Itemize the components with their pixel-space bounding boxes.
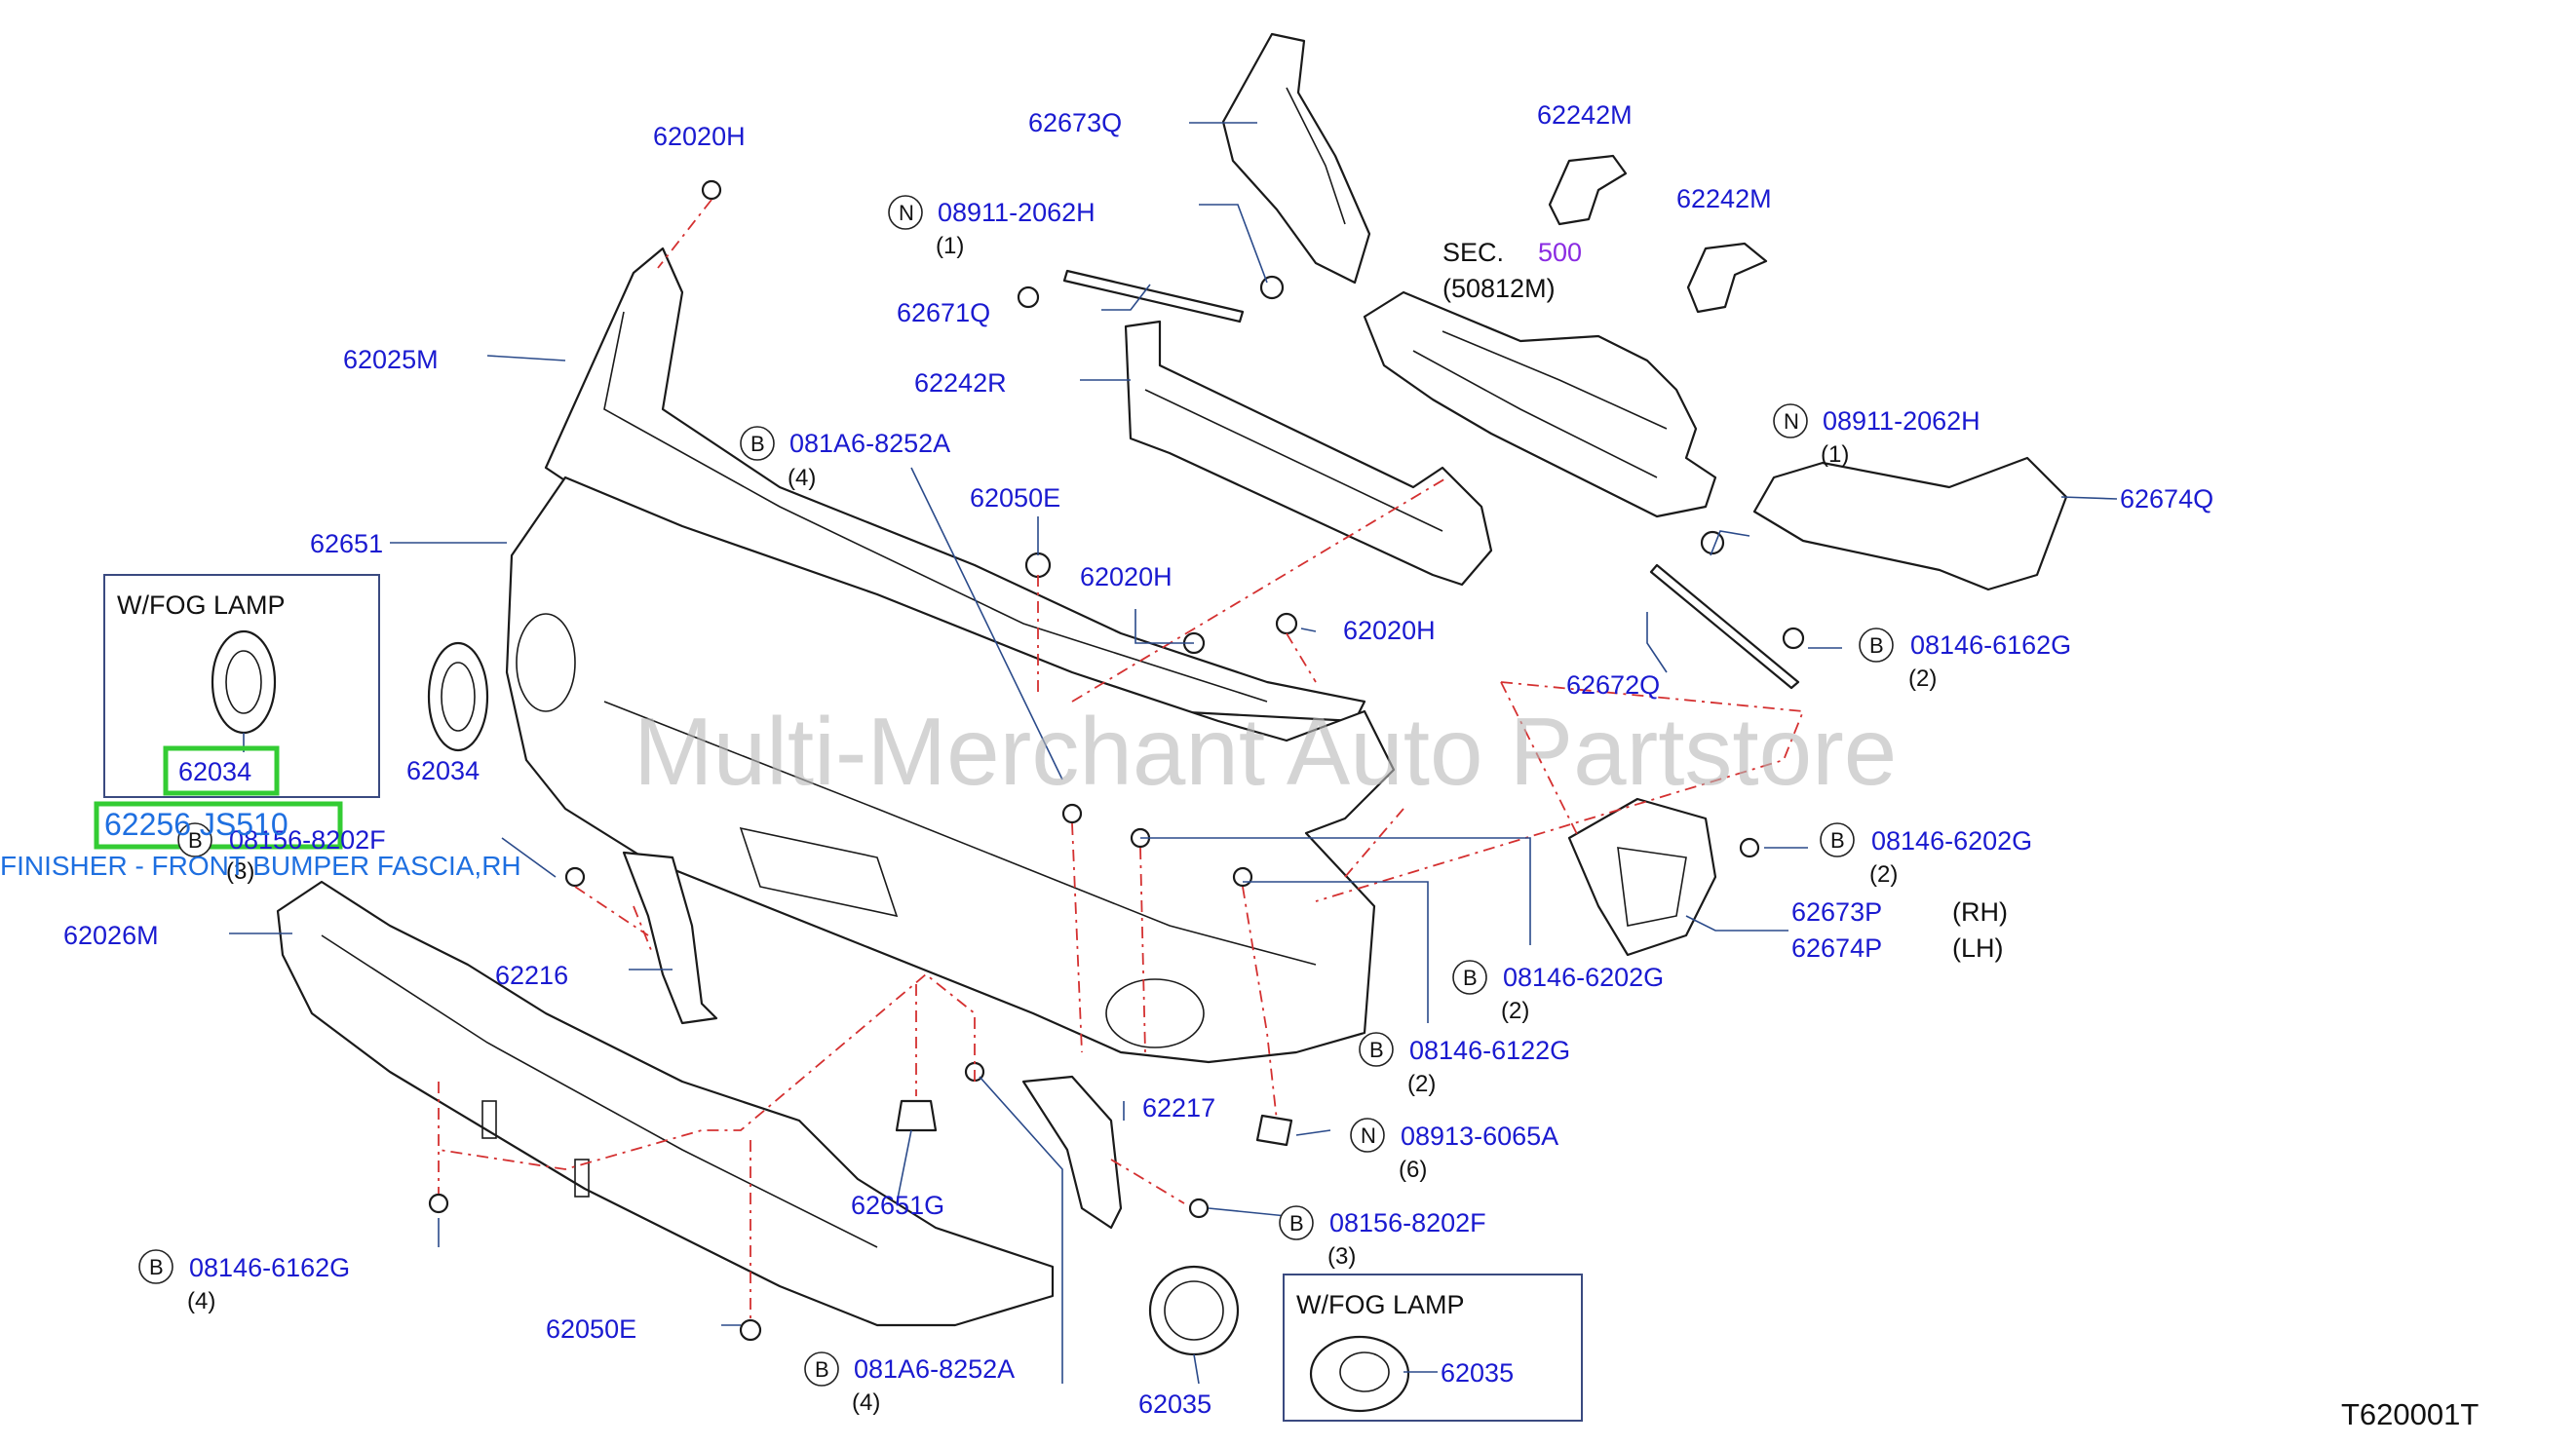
part-62035-box-label[interactable]: 62035 — [1441, 1358, 1514, 1388]
label-62674P[interactable]: 62674P — [1791, 933, 1882, 963]
sec-number[interactable]: 500 — [1538, 238, 1582, 267]
label-62020H-mid[interactable]: 62020H — [1080, 562, 1173, 591]
part-62673Q-shape — [1221, 32, 1371, 285]
prefix-b-4: B — [1830, 828, 1845, 853]
watermark: Multi-Merchant Auto Partstore — [634, 698, 1897, 805]
sec-ref: (50812M) — [1442, 274, 1556, 303]
part-62672Q-shape — [1649, 563, 1800, 690]
part-labels: 62020H 62673Q 62242M 62242M N 08911-2062… — [63, 100, 2479, 1431]
part-50812M-shape — [1363, 290, 1717, 518]
fog-lamp-box-right: W/FOG LAMP 62035 — [1283, 1274, 1583, 1422]
label-081A6-8252A-top[interactable]: 081A6-8252A — [789, 429, 950, 458]
label-081A6-8252A-bot[interactable]: 081A6-8252A — [854, 1354, 1015, 1384]
prefix-b-9: B — [815, 1357, 829, 1382]
part-62673P-shape — [1567, 797, 1717, 957]
label-62025M[interactable]: 62025M — [343, 345, 439, 374]
qty-08146-6122G: (2) — [1407, 1071, 1436, 1097]
prefix-n-3: N — [1361, 1123, 1376, 1148]
part-62026M-shape — [276, 880, 1055, 1327]
label-62674Q[interactable]: 62674Q — [2120, 484, 2213, 514]
qty-08911-2062H-a: (1) — [936, 233, 964, 259]
part-62651G-shape — [895, 1099, 938, 1132]
qty-08146-6162G-l: (4) — [187, 1288, 215, 1314]
label-08146-6162G-l[interactable]: 08146-6162G — [189, 1253, 350, 1282]
label-62651G[interactable]: 62651G — [851, 1191, 944, 1220]
label-08156-8202F-b[interactable]: 08156-8202F — [1329, 1208, 1486, 1237]
highlight-part-number[interactable]: 62256 JS510 — [104, 807, 288, 842]
part-62671Q-shape — [1062, 269, 1245, 323]
label-62217[interactable]: 62217 — [1142, 1093, 1215, 1123]
label-62671Q[interactable]: 62671Q — [897, 298, 990, 327]
part-62242M-a-shape — [1548, 154, 1628, 226]
diagram-code: T620001T — [2341, 1397, 2479, 1431]
label-62673Q[interactable]: 62673Q — [1028, 108, 1122, 137]
qty-08146-6162G-r: (2) — [1908, 666, 1937, 692]
part-shapes — [276, 32, 2068, 1356]
qty-08146-6202G-m: (2) — [1501, 998, 1529, 1024]
qty-08156-8202F-a: (3) — [226, 858, 254, 885]
center-lines — [438, 199, 1805, 1320]
leader-lines — [229, 122, 2118, 1385]
prefix-n-1: N — [899, 201, 914, 225]
label-08913-6065A[interactable]: 08913-6065A — [1401, 1122, 1558, 1151]
highlight-62034[interactable] — [163, 745, 280, 796]
label-08156-8202F-a[interactable]: 08156-8202F — [229, 825, 386, 855]
qty-081A6-8252A-top: (4) — [788, 465, 816, 491]
qty-08913-6065A: (6) — [1399, 1157, 1427, 1183]
prefix-n-2: N — [1784, 409, 1799, 434]
label-62020H-right[interactable]: 62020H — [1343, 616, 1436, 645]
label-62050E-top[interactable]: 62050E — [970, 483, 1060, 513]
fog-lamp-box-left: W/FOG LAMP 62034 — [103, 574, 380, 798]
fog-right-title: W/FOG LAMP — [1296, 1290, 1465, 1319]
fog-left-title: W/FOG LAMP — [117, 590, 286, 620]
label-62216[interactable]: 62216 — [495, 961, 568, 990]
label-62651[interactable]: 62651 — [310, 529, 383, 558]
qty-08911-2062H-b: (1) — [1821, 441, 1849, 468]
label-62673P-side: (RH) — [1952, 897, 2008, 927]
part-62216-shape — [622, 851, 718, 1025]
prefix-b-7: B — [1289, 1211, 1304, 1236]
qty-081A6-8252A-bot: (4) — [852, 1389, 880, 1416]
prefix-b-2: B — [1869, 633, 1884, 658]
label-08911-2062H-b[interactable]: 08911-2062H — [1823, 406, 1980, 436]
qty-08146-6202G-r: (2) — [1869, 861, 1898, 888]
highlight-part-description: FINISHER - FRONT BUMPER FASCIA,RH — [0, 851, 521, 881]
prefix-b-3: B — [188, 828, 203, 853]
label-62034[interactable]: 62034 — [406, 756, 480, 785]
prefix-b-6: B — [1369, 1038, 1384, 1062]
label-62026M[interactable]: 62026M — [63, 921, 159, 950]
label-62035[interactable]: 62035 — [1138, 1389, 1211, 1419]
part-62034-box-label[interactable]: 62034 — [178, 757, 251, 786]
label-62242R[interactable]: 62242R — [914, 368, 1007, 398]
highlight-62256[interactable] — [94, 801, 343, 850]
label-08146-6162G-r[interactable]: 08146-6162G — [1910, 630, 2071, 660]
part-08913-clip-shape — [1255, 1114, 1293, 1147]
label-62242M-a[interactable]: 62242M — [1537, 100, 1633, 130]
prefix-b-1: B — [750, 432, 765, 456]
sec-label: SEC. — [1442, 238, 1504, 267]
part-62674Q-shape — [1752, 456, 2068, 591]
label-08911-2062H-a[interactable]: 08911-2062H — [938, 198, 1096, 227]
label-62673P[interactable]: 62673P — [1791, 897, 1882, 927]
part-62035-shape — [1148, 1265, 1240, 1356]
label-08146-6202G-m[interactable]: 08146-6202G — [1503, 963, 1664, 992]
label-62242M-b[interactable]: 62242M — [1676, 184, 1772, 213]
part-62034-shape — [427, 641, 489, 752]
part-62217-shape — [1021, 1075, 1123, 1230]
label-62672Q[interactable]: 62672Q — [1566, 670, 1660, 700]
label-08146-6202G-r[interactable]: 08146-6202G — [1871, 826, 2032, 856]
prefix-b-8: B — [149, 1255, 164, 1279]
label-62020H-top[interactable]: 62020H — [653, 122, 746, 151]
part-62242M-b-shape — [1686, 242, 1768, 314]
label-08146-6122G[interactable]: 08146-6122G — [1409, 1036, 1570, 1065]
part-62242R-shape — [1124, 320, 1493, 587]
prefix-b-5: B — [1463, 966, 1478, 990]
label-62050E-bot[interactable]: 62050E — [546, 1314, 636, 1344]
label-62674P-side: (LH) — [1952, 933, 2004, 963]
qty-08156-8202F-b: (3) — [1327, 1243, 1356, 1270]
